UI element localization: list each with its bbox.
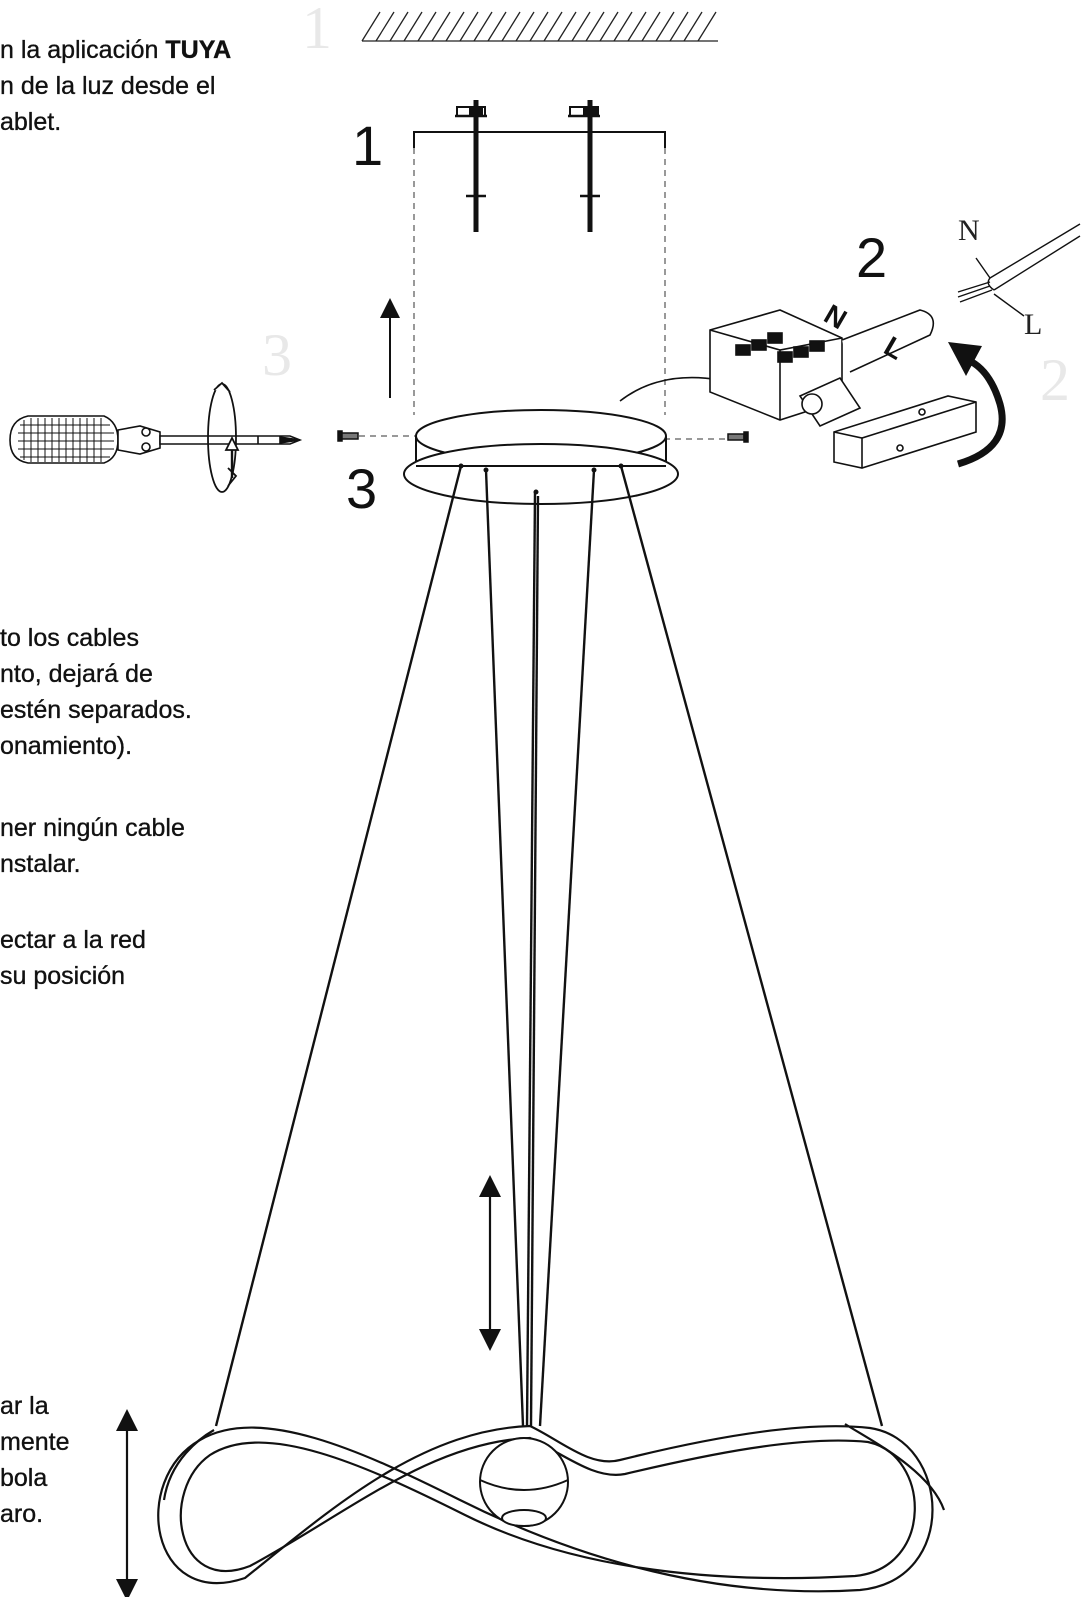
instruction-fragment: n la aplicación <box>0 36 166 64</box>
ghost-numerals: 1 3 2 <box>262 0 1070 413</box>
screwdriver-icon <box>9 415 303 464</box>
curved-arrow-icon <box>948 342 1006 468</box>
instruction-line: aro. <box>0 1500 44 1528</box>
instruction-line: bola <box>0 1464 48 1492</box>
ceiling-hatching <box>361 11 718 42</box>
instruction-line: nstalar. <box>0 850 81 878</box>
screw-right-icon <box>727 431 749 443</box>
ghost-numeral: 1 <box>302 0 332 61</box>
step-label-1: 1 <box>352 114 383 177</box>
bolt-right <box>568 100 600 232</box>
ghost-numeral: 2 <box>1040 347 1070 413</box>
instruction-line: onamiento). <box>0 732 133 760</box>
step-label-2: 2 <box>856 226 887 289</box>
instruction-text-middle-3: ectar a la red su posición <box>0 922 146 994</box>
terminal-block <box>619 309 935 428</box>
instruction-line: ner ningún cable <box>0 814 185 842</box>
wire-label-live: L <box>1024 308 1042 341</box>
ceiling-canopy <box>403 409 679 505</box>
hatch-lines <box>361 11 717 42</box>
ghost-numeral: 3 <box>262 322 292 388</box>
instruction-text-middle-1: to los cables nto, dejará de estén separ… <box>0 620 192 764</box>
instruction-line: nto, dejará de <box>0 660 153 688</box>
screw-left-icon <box>337 430 359 442</box>
guide-lines <box>348 148 730 440</box>
instruction-line: to los cables <box>0 624 139 652</box>
lamp-ring <box>157 1423 946 1593</box>
app-name: TUYA <box>165 36 232 64</box>
wire-label-neutral: N <box>958 214 980 247</box>
instruction-line: su posición <box>0 962 126 990</box>
step-label-3: 3 <box>346 457 377 520</box>
instruction-line: mente <box>0 1428 70 1456</box>
suspension-cables <box>214 465 884 1427</box>
bolt-left <box>455 100 487 232</box>
bracket-plate <box>413 131 666 148</box>
terminal-cover <box>833 395 977 469</box>
center-globe <box>479 1437 569 1527</box>
supply-wire <box>957 223 1081 317</box>
instruction-text-top: n la aplicación TUYA n de la luz desde e… <box>0 32 231 140</box>
screwdriver-grip <box>18 418 114 462</box>
instruction-text-bottom: ar la mente bola aro. <box>0 1388 70 1532</box>
mounting-bracket <box>413 100 666 232</box>
instruction-line: ar la <box>0 1392 49 1420</box>
rotate-arrow-icon <box>207 381 240 493</box>
instruction-text-middle-2: ner ningún cable nstalar. <box>0 810 185 882</box>
cable-anchors <box>458 463 624 495</box>
instruction-line: ablet. <box>0 108 62 136</box>
instruction-line: ectar a la red <box>0 926 146 954</box>
instruction-line: estén separados. <box>0 696 192 724</box>
input-cable <box>841 309 935 373</box>
instruction-line: n de la luz desde el <box>0 72 216 100</box>
instruction-line: n la aplicación TUYA <box>0 32 231 68</box>
